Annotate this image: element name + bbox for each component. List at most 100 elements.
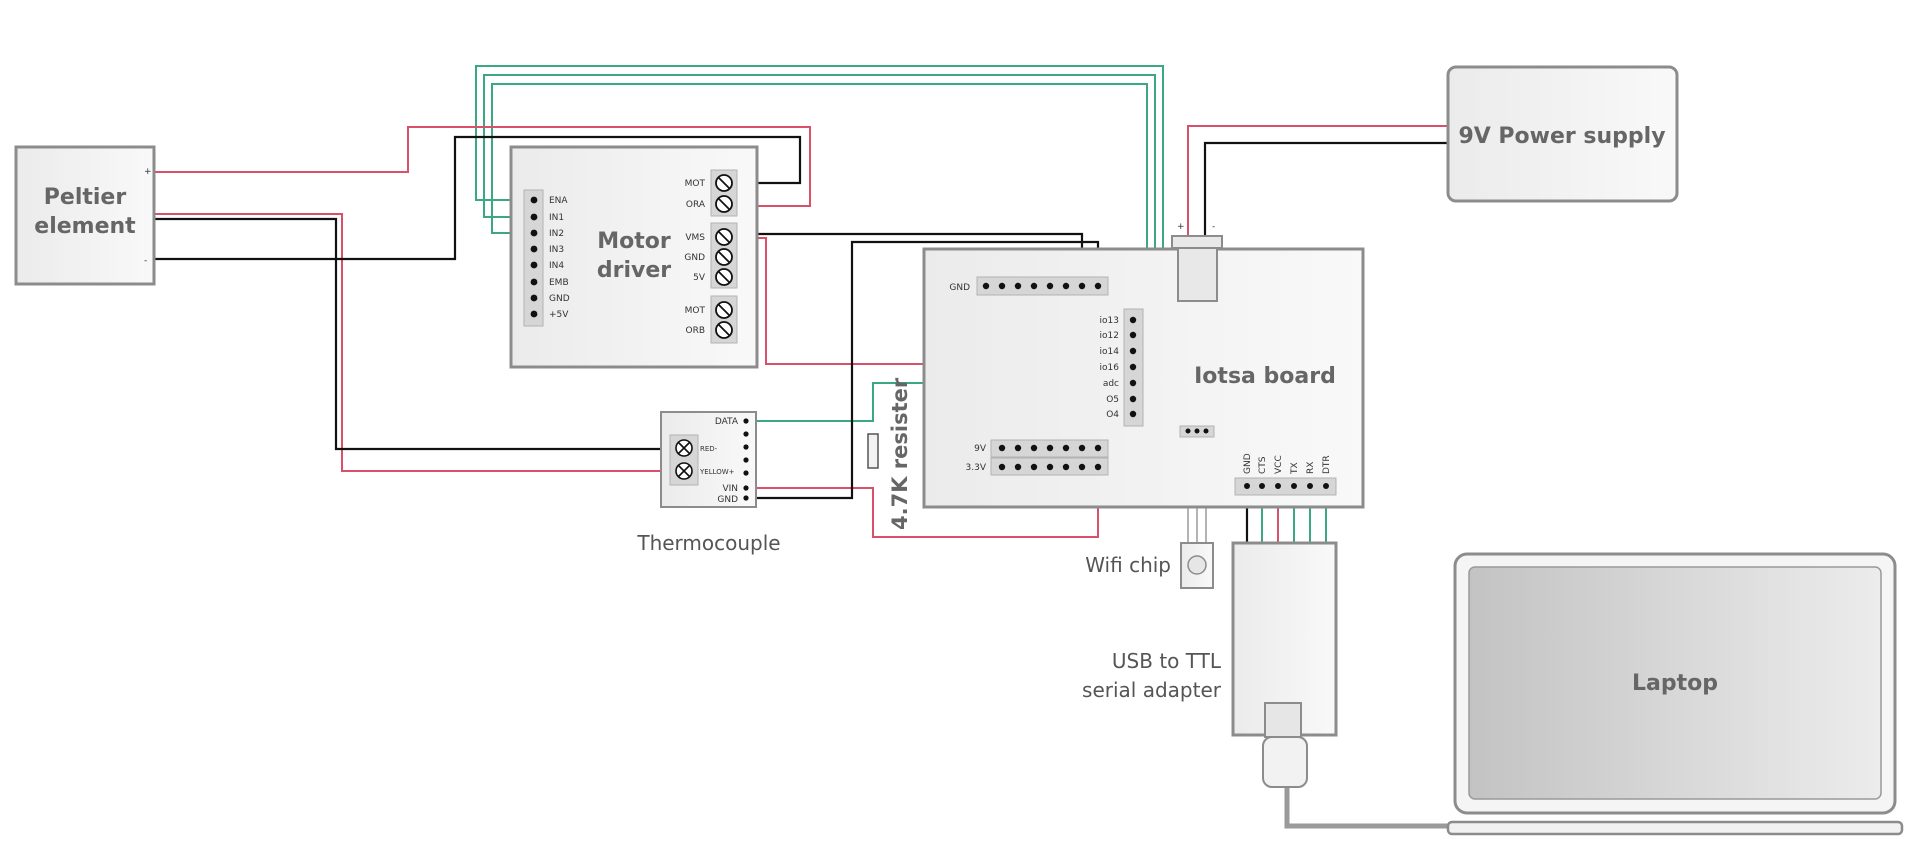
resistor: 4.7K resister xyxy=(867,377,912,530)
pin-io13 xyxy=(1129,316,1137,324)
peltier-element: Peltier element + - xyxy=(14,145,156,286)
tc-pin-data xyxy=(743,418,749,424)
pin-o5 xyxy=(1129,395,1137,403)
label-io16: io16 xyxy=(1100,363,1120,373)
pin-3v3 xyxy=(1078,463,1086,471)
label-adc: adc xyxy=(1103,379,1119,389)
label-tc-data: DATA xyxy=(715,417,739,427)
label-in2: IN2 xyxy=(549,229,564,239)
usb-ttl-adapter: USB to TTL serial adapter xyxy=(1082,541,1338,788)
wire-psu-plus xyxy=(1187,125,1448,238)
pin-in2 xyxy=(530,229,538,237)
gnd-pin xyxy=(1094,282,1102,290)
motor-driver-left-header xyxy=(523,189,544,327)
label-serial-vcc: VCC xyxy=(1274,455,1284,474)
gnd-pin xyxy=(1062,282,1070,290)
tc-pin-gnd xyxy=(743,495,749,501)
label-gnd: GND xyxy=(549,294,570,304)
label-yellow-plus: YELLOW+ xyxy=(699,468,735,476)
pin-5v xyxy=(530,310,538,318)
laptop-screen xyxy=(1468,566,1882,800)
usb-cable xyxy=(1284,788,1455,829)
laptop: Laptop xyxy=(1446,552,1904,836)
io-header-pins xyxy=(1129,316,1137,418)
gnd-header-pins xyxy=(982,282,1102,290)
wire-peltier-red xyxy=(132,217,664,451)
usb-connector xyxy=(1264,702,1302,738)
gnd-header xyxy=(976,276,1109,296)
pin-3v3 xyxy=(1062,463,1070,471)
pin-3v3 xyxy=(1030,463,1038,471)
peltier-label-line1: Peltier xyxy=(44,185,127,210)
motor-driver: Motor driver ENA IN1 IN2 IN3 IN4 EMB GND… xyxy=(509,145,759,369)
pin-io14 xyxy=(1129,347,1137,355)
pin-emb xyxy=(530,278,538,286)
motor-driver-left-pins xyxy=(530,196,538,318)
wire-peltier-minus-mot xyxy=(155,135,802,261)
power-row-pins xyxy=(998,444,1102,471)
wifi-header-pins xyxy=(1185,428,1209,434)
label-io13: io13 xyxy=(1100,316,1119,326)
resistor-label: 4.7K resister xyxy=(888,377,912,530)
label-mota: MOT xyxy=(685,179,706,189)
wire-peltier-plus-ora xyxy=(155,126,811,207)
serial-pin-cts xyxy=(1259,483,1265,489)
label-o4: O4 xyxy=(1106,410,1119,420)
pin-in4 xyxy=(530,261,538,269)
label-in4: IN4 xyxy=(549,261,564,271)
resistor-body xyxy=(867,433,879,469)
label-emb: EMB xyxy=(549,278,569,288)
barrel-jack-minus: - xyxy=(1212,222,1215,232)
wifi-chip: Wifi chip xyxy=(1085,542,1214,589)
gnd-pin xyxy=(1030,282,1038,290)
serial-pin-tx xyxy=(1291,483,1297,489)
label-orb: ORB xyxy=(685,326,705,336)
power-supply-label: 9V Power supply xyxy=(1458,124,1665,149)
gnd-pin xyxy=(1046,282,1054,290)
serial-pin-dtr xyxy=(1323,483,1329,489)
gnd-pin xyxy=(1014,282,1022,290)
label-serial-cts: CTS xyxy=(1258,456,1268,474)
label-in3: IN3 xyxy=(549,245,564,255)
motor-driver-label-line2: driver xyxy=(597,258,671,283)
pin-3v3 xyxy=(998,463,1006,471)
label-vms: VMS xyxy=(685,233,705,243)
screw-terminals xyxy=(715,174,733,339)
serial-header xyxy=(1234,477,1337,496)
iotsa-board-label: Iotsa board xyxy=(1194,364,1336,389)
pin-3v3 xyxy=(1094,463,1102,471)
gnd-header-label: GND xyxy=(949,283,970,293)
pin-in1 xyxy=(530,213,538,221)
gnd-pin xyxy=(982,282,990,290)
wifi-chip-label: Wifi chip xyxy=(1085,553,1171,577)
wire-peltier-yellow xyxy=(132,213,664,472)
barrel-jack-plus: + xyxy=(1177,222,1185,232)
barrel-jack-flange xyxy=(1171,235,1223,249)
pin-gnd xyxy=(530,294,538,302)
label-motb: MOT xyxy=(685,306,706,316)
pin-adc xyxy=(1129,379,1137,387)
pin-ena xyxy=(530,196,538,204)
pin-3v3 xyxy=(1014,463,1022,471)
label-9v: 9V xyxy=(974,444,987,454)
wifi-chip-button-icon xyxy=(1187,555,1207,575)
serial-header-pins xyxy=(1244,483,1329,489)
pin-3v3 xyxy=(1046,463,1054,471)
laptop-base xyxy=(1446,820,1904,836)
pin-9v xyxy=(1046,444,1054,452)
tc-pin xyxy=(743,444,749,450)
peltier-body xyxy=(14,145,156,286)
thermocouple: RED- YELLOW+ DATA VIN GND Thermocouple xyxy=(636,411,781,555)
label-tc-gnd: GND xyxy=(717,495,738,505)
label-red-minus: RED- xyxy=(700,445,718,453)
label-ena: ENA xyxy=(549,196,568,206)
motor-driver-left-labels: ENA IN1 IN2 IN3 IN4 EMB GND +5V xyxy=(549,196,570,320)
tc-pin xyxy=(743,470,749,476)
wire-vin-33v xyxy=(746,467,1099,538)
pin-9v xyxy=(1014,444,1022,452)
peltier-label-line2: element xyxy=(34,214,136,239)
thermocouple-label: Thermocouple xyxy=(636,531,780,555)
serial-pin-rx xyxy=(1307,483,1313,489)
wifi-pin xyxy=(1185,428,1191,434)
pin-9v xyxy=(1078,444,1086,452)
